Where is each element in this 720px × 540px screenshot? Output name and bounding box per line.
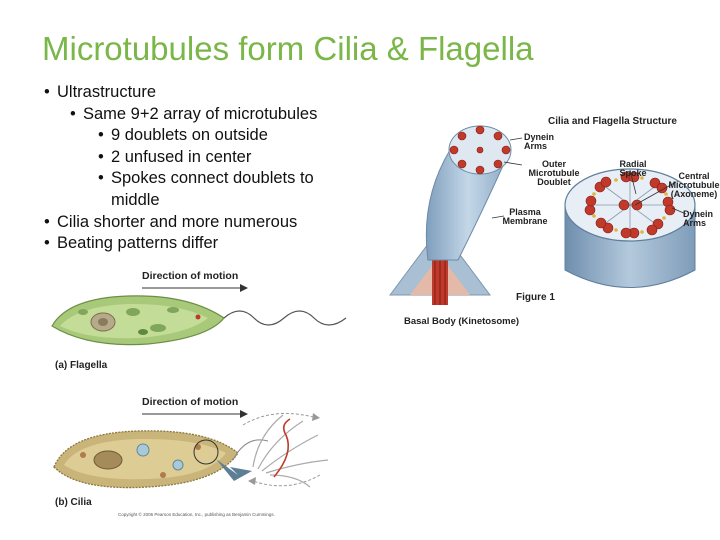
bullet-same-array: Same 9+2 array of microtubules — [70, 104, 354, 126]
paramecium-cilia-illustration — [53, 412, 329, 489]
bullet-beating-patterns: Beating patterns differ — [44, 233, 354, 255]
flagella-caption: (a) Flagella — [55, 360, 108, 371]
outer-doublet-label: Outer Microtubule Doublet — [528, 159, 580, 187]
structure-figure-title: Cilia and Flagella Structure — [548, 116, 677, 127]
direction-label-cilia: Direction of motion — [142, 396, 239, 408]
slide-title: Microtubules form Cilia & Flagella — [42, 30, 534, 67]
axoneme-structure-illustration — [389, 125, 696, 305]
bullet-ultrastructure: Ultrastructure — [44, 82, 354, 104]
dynein-arms-label-left: Dynein Arms — [524, 132, 555, 151]
cilia-caption: (b) Cilia — [55, 497, 92, 508]
central-microtubule-label: Central Microtubule (Axoneme) — [668, 171, 720, 199]
bullet-two-unfused: 2 unfused in center — [98, 147, 354, 169]
direction-label-flagella: Direction of motion — [142, 270, 239, 282]
bullet-list: Ultrastructure Same 9+2 array of microtu… — [44, 82, 354, 255]
direction-arrow-cilia — [142, 410, 248, 418]
plasma-membrane-label: Plasma Membrane — [502, 207, 548, 226]
bullet-spokes: Spokes connect doublets to middle — [98, 168, 354, 211]
figure-number-label: Figure 1 — [516, 292, 555, 303]
dynein-arms-label-right: Dynein Arms — [683, 209, 714, 228]
direction-arrow-flagella — [142, 284, 248, 292]
basal-body-label: Basal Body (Kinetosome) — [404, 316, 520, 327]
bullet-nine-doublets: 9 doublets on outside — [98, 125, 354, 147]
copyright-text: Copyright © 2006 Pearson Education, Inc.… — [118, 512, 275, 517]
bullet-cilia-shorter: Cilia shorter and more numerous — [44, 212, 354, 234]
euglena-flagella-illustration — [51, 295, 347, 346]
radial-spoke-label: Radial Spoke — [619, 159, 647, 178]
